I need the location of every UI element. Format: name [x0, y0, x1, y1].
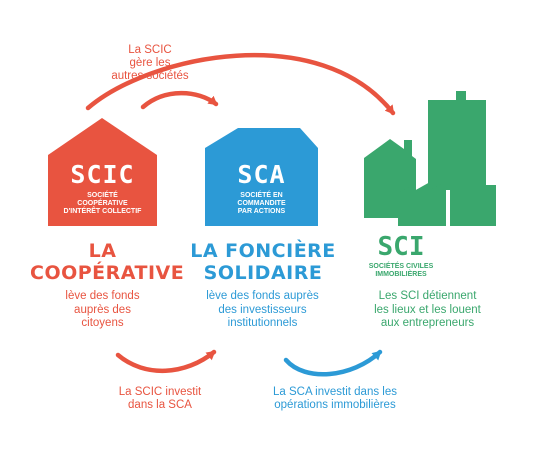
bottom-right-note: La SCA investit dans les opérations immo… [255, 386, 415, 412]
arrow-scic-to-sca [140, 90, 219, 110]
scic-desc-1: lève des fonds [65, 290, 140, 302]
building-small [450, 185, 496, 226]
top-note: La SCIC gère les autres sociétés [95, 44, 205, 83]
sca-desc-2: des investisseurs [218, 303, 307, 316]
scic-sub-3: D'INTÉRÊT COLLECTIF [63, 208, 142, 215]
arrow-bottom-red [115, 349, 217, 374]
scic-sub-2: COOPÉRATIVE [77, 200, 128, 207]
sca-title: LA FONCIÈRE SOLIDAIRE [188, 240, 338, 284]
sca-house-label: SCA SOCIÉTÉ EN COMMANDITE PAR ACTIONS [205, 162, 318, 216]
top-note-line-1: La SCIC [128, 44, 172, 56]
building-factory [398, 181, 446, 226]
sca-sub-3: PAR ACTIONS [237, 208, 286, 215]
sci-sub-2: IMMOBILIÈRES [375, 271, 427, 278]
sci-label: SCI SOCIÉTÉS CIVILES IMMOBILIÈRES [356, 234, 446, 279]
sca-sub-2: COMMANDITE [237, 200, 286, 207]
sci-description: Les SCI détiennent les lieux et les loue… [345, 290, 510, 331]
bottom-right-note-1: La SCA investit dans les [272, 386, 397, 398]
scic-house-label: SCIC SOCIÉTÉ COOPÉRATIVE D'INTÉRÊT COLLE… [48, 162, 157, 216]
sci-code: SCI [377, 232, 425, 262]
sci-buildings [364, 91, 496, 226]
scic-title: LA COOPÉRATIVE [30, 240, 185, 284]
bottom-right-note-2: opérations immobilières [274, 399, 396, 411]
scic-desc-2: auprès des [74, 303, 131, 316]
sca-code: SCA [237, 160, 286, 189]
bottom-left-note-2: dans la SCA [128, 399, 192, 411]
sci-sub-1: SOCIÉTÉS CIVILES [368, 263, 434, 270]
scic-sub-1: SOCIÉTÉ [87, 192, 118, 199]
scic-code: SCIC [70, 160, 135, 189]
scic-title-line-1: LA [88, 240, 117, 262]
sci-desc-3: aux entrepreneurs [380, 317, 475, 329]
building-tall [428, 91, 486, 190]
sca-sub-1: SOCIÉTÉ EN [240, 192, 283, 199]
sci-desc-2: les lieux et les louent [374, 303, 481, 316]
top-note-line-3: autres sociétés [111, 70, 189, 82]
bottom-left-note-1: La SCIC investit [118, 386, 202, 398]
scic-house-shape [48, 118, 157, 226]
scic-title-line-2: COOPÉRATIVE [30, 262, 185, 284]
arrow-bottom-blue [283, 349, 383, 377]
sca-title-line-1: LA FONCIÈRE [190, 240, 336, 262]
sca-desc-3: institutionnels [227, 317, 298, 329]
sca-house-shape [205, 128, 318, 226]
sci-desc-1: Les SCI détiennent [378, 290, 477, 302]
sca-title-line-2: SOLIDAIRE [203, 262, 323, 284]
sca-desc-1: lève des fonds auprès [206, 290, 319, 302]
sca-description: lève des fonds auprès des investisseurs … [185, 290, 340, 331]
arrow-scic-to-sci [85, 52, 396, 116]
scic-description: lève des fonds auprès des citoyens [40, 290, 165, 331]
scic-desc-3: citoyens [81, 317, 124, 329]
top-note-line-2: gère les [129, 57, 171, 69]
bottom-left-note: La SCIC investit dans la SCA [100, 386, 220, 412]
